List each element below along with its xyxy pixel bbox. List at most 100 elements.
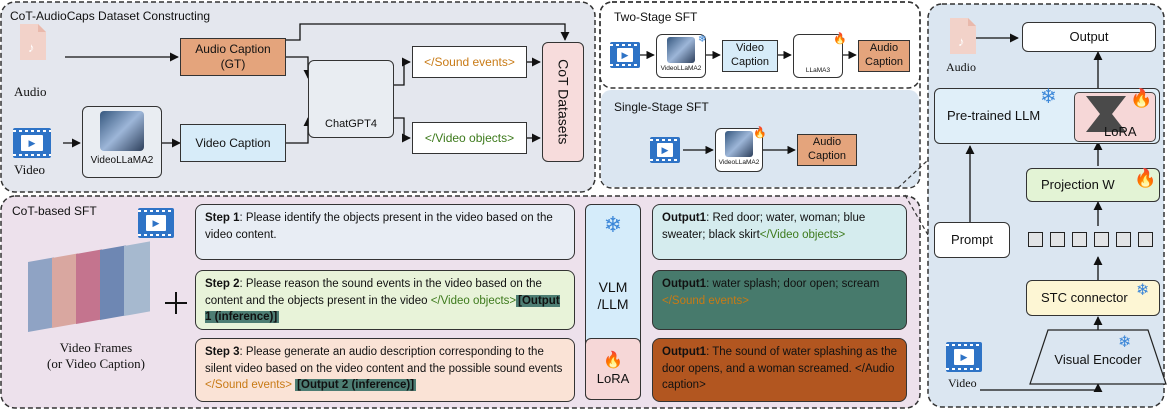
visual-encoder-label: Visual Encoder bbox=[1054, 352, 1142, 367]
videollama2-model-box: VideoLLaMA2 bbox=[82, 106, 162, 178]
two-stage-audio-caption-box: Audio Caption bbox=[858, 40, 910, 72]
llm-frozen-snowflake-icon: ❄ bbox=[1040, 86, 1057, 108]
token-square bbox=[1050, 232, 1065, 247]
prompt-box: Prompt bbox=[934, 222, 1010, 258]
single-stage-title: Single-Stage SFT bbox=[614, 100, 709, 114]
single-stage-audio-caption-line2: Caption bbox=[808, 150, 846, 162]
sound-events-box: </Sound events> bbox=[412, 46, 527, 78]
visual-encoder-shape bbox=[1029, 329, 1167, 385]
vlm-frozen-snowflake-icon: ❄ bbox=[603, 212, 623, 237]
projection-box: Projection W bbox=[1026, 168, 1160, 202]
output3-text: : The sound of water splashing as the do… bbox=[662, 346, 898, 392]
step3-output-ref: [Output 2 (inference)] bbox=[295, 379, 417, 392]
output2-tag: </Sound events> bbox=[662, 294, 749, 307]
output1-tag: </Video objects> bbox=[759, 228, 846, 241]
stc-frozen-snowflake-icon: ❄ bbox=[1136, 282, 1150, 299]
single-stage-videollama2-label: VideoLLaMA2 bbox=[718, 159, 760, 166]
output2-text: : water splash; door open; scream bbox=[706, 278, 880, 290]
token-square bbox=[1138, 232, 1153, 247]
two-stage-llama3-box: LLaMA3 bbox=[793, 34, 843, 78]
step2-video-objects-tag: </Video objects> bbox=[430, 294, 517, 307]
video-label: Video bbox=[14, 162, 45, 177]
arch-lora-label: LoRA bbox=[1104, 124, 1137, 139]
output1-box: Output1: Red door; water, woman; blue sw… bbox=[652, 204, 907, 260]
video-icon: ▶ bbox=[13, 128, 51, 158]
audio-label: Audio bbox=[14, 84, 47, 99]
two-stage-title: Two-Stage SFT bbox=[614, 10, 698, 24]
arch-video-icon: ▶ bbox=[946, 342, 982, 372]
pretrained-llm-label: Pre-trained LLM bbox=[947, 107, 1041, 123]
token-square bbox=[1116, 232, 1131, 247]
chatgpt4-label: ChatGPT4 bbox=[325, 118, 377, 131]
svg-text:♪: ♪ bbox=[958, 34, 965, 49]
cot-lora-box: 🔥 LoRA bbox=[585, 338, 641, 400]
step2-text: : Please reason the sound events in the … bbox=[205, 278, 542, 307]
video-objects-box: </Video objects> bbox=[412, 122, 527, 154]
arch-audio-label: Audio bbox=[946, 60, 976, 74]
two-stage-videollama2-logo-icon bbox=[667, 37, 695, 63]
step3-label: Step 3 bbox=[205, 346, 240, 358]
audio-caption-line2: (GT) bbox=[220, 57, 246, 71]
single-stage-video-icon: ▶ bbox=[650, 137, 680, 163]
step1-label: Step 1 bbox=[205, 212, 240, 224]
two-stage-frozen-snowflake-icon: ❄ bbox=[698, 34, 707, 45]
two-stage-video-caption-line2: Caption bbox=[731, 56, 769, 68]
encoder-frozen-snowflake-icon: ❄ bbox=[1118, 334, 1132, 351]
dataset-panel-title: CoT-AudioCaps Dataset Constructing bbox=[10, 9, 211, 23]
two-stage-llama3-label: LLaMA3 bbox=[805, 66, 831, 74]
single-stage-videollama2-logo-icon bbox=[725, 131, 753, 157]
cot-lora-label: LoRA bbox=[596, 370, 630, 386]
arch-video-label: Video bbox=[948, 376, 977, 390]
cot-video-icon: ▶ bbox=[138, 208, 174, 238]
single-stage-fire-icon: 🔥 bbox=[753, 127, 767, 139]
step3-box: Step 3: Please generate an audio descrip… bbox=[195, 338, 575, 402]
output3-box: Output1: The sound of water splashing as… bbox=[652, 338, 907, 402]
two-stage-audio-caption-line2: Caption bbox=[865, 56, 903, 68]
token-square bbox=[1072, 232, 1087, 247]
video-frames-label: Video Frames (or Video Caption) bbox=[26, 340, 166, 373]
arch-audio-file-icon: ♪ bbox=[950, 18, 976, 54]
output-box: Output bbox=[1022, 22, 1156, 52]
step1-box: Step 1: Please identify the objects pres… bbox=[195, 204, 575, 260]
token-square bbox=[1028, 232, 1043, 247]
arch-lora-hourglass-icon bbox=[1086, 96, 1126, 132]
video-frames-stack-icon bbox=[28, 241, 150, 332]
vlm-label-line2: /LLM bbox=[597, 296, 629, 312]
output2-label: Output1 bbox=[662, 278, 707, 290]
two-stage-videollama2-box: VideoLLaMA2 bbox=[656, 34, 706, 78]
stc-connector-box: STC connector bbox=[1026, 280, 1160, 316]
output3-label: Output1 bbox=[662, 346, 707, 358]
step1-text: : Please identify the objects present in… bbox=[205, 212, 553, 241]
video-caption-box: Video Caption bbox=[180, 124, 286, 162]
arch-lora-fire-icon: 🔥 bbox=[1130, 88, 1153, 108]
svg-text:♪: ♪ bbox=[28, 40, 35, 55]
videollama2-label: VideoLLaMA2 bbox=[90, 155, 154, 166]
cot-datasets-label: CoT Datasets bbox=[555, 59, 572, 145]
vlm-label-line1: VLM bbox=[598, 278, 628, 295]
two-stage-video-icon: ▶ bbox=[610, 42, 640, 68]
video-frames-label-line1: Video Frames bbox=[59, 340, 133, 355]
step3-sound-events-tag: </Sound events> bbox=[205, 379, 292, 392]
step3-text: : Please generate an audio description c… bbox=[205, 346, 563, 375]
output1-text: : Red door; water, woman; blue sweater; … bbox=[662, 212, 866, 241]
token-square bbox=[1094, 232, 1109, 247]
two-stage-audio-caption-line1: Audio bbox=[869, 42, 899, 55]
cot-sft-title: CoT-based SFT bbox=[12, 204, 97, 218]
two-stage-video-caption-box: Video Caption bbox=[722, 40, 778, 72]
cot-lora-fire-icon: 🔥 bbox=[603, 351, 623, 369]
two-stage-fire-icon: 🔥 bbox=[833, 33, 847, 45]
videollama2-logo-icon bbox=[100, 111, 144, 151]
output2-box: Output1: water splash; door open; scream… bbox=[652, 270, 907, 330]
chatgpt4-box: ChatGPT4 bbox=[308, 60, 394, 138]
step2-label: Step 2 bbox=[205, 278, 240, 290]
single-stage-audio-caption-box: Audio Caption bbox=[797, 134, 857, 166]
single-stage-audio-caption-line1: Audio bbox=[812, 136, 842, 149]
two-stage-video-caption-line1: Video bbox=[736, 42, 764, 55]
two-stage-videollama2-label: VideoLLaMA2 bbox=[660, 65, 702, 72]
step2-box: Step 2: Please reason the sound events i… bbox=[195, 270, 575, 330]
video-frames-label-line2: (or Video Caption) bbox=[47, 356, 145, 372]
audio-caption-line1: Audio Caption bbox=[195, 42, 271, 56]
audio-caption-gt-box: Audio Caption (GT) bbox=[180, 38, 286, 76]
projection-fire-icon: 🔥 bbox=[1134, 168, 1157, 188]
cot-datasets-box: CoT Datasets bbox=[542, 42, 584, 162]
